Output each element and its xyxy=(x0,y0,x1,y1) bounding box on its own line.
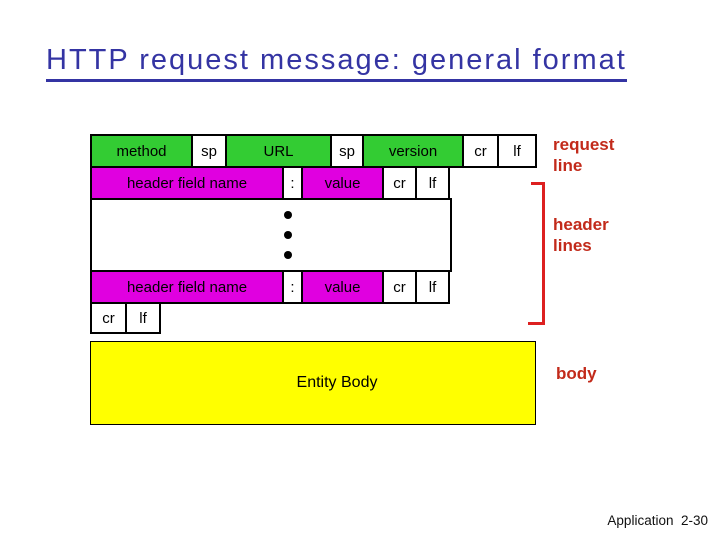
colon-cell-2: : xyxy=(282,272,301,302)
sp-cell-1: sp xyxy=(191,136,225,166)
ellipsis-dot-3 xyxy=(284,251,292,259)
cr-cell-4: cr xyxy=(92,304,125,332)
cr-cell-3: cr xyxy=(382,272,415,302)
header-lines-bracket xyxy=(542,182,545,325)
cr-cell-1: cr xyxy=(462,136,497,166)
lf-cell-4: lf xyxy=(125,304,159,332)
header-lines-bracket-bottom-arm xyxy=(528,322,545,325)
header-lines-label: header lines xyxy=(553,215,609,255)
lf-cell-1: lf xyxy=(497,136,535,166)
request-line-row: method sp URL sp version cr lf xyxy=(90,134,537,168)
slide-title: HTTP request message: general format xyxy=(46,44,627,82)
request-line-label: request line xyxy=(553,135,615,175)
header-line-row-1: header field name : value cr lf xyxy=(90,166,450,200)
blank-line-row: cr lf xyxy=(90,302,161,334)
ellipsis-dot-2 xyxy=(284,231,292,239)
body-label: body xyxy=(556,364,597,383)
more-header-lines-box xyxy=(90,198,452,272)
header-lines-bracket-top-arm xyxy=(531,182,545,185)
method-cell: method xyxy=(92,136,191,166)
version-cell: version xyxy=(362,136,462,166)
ellipsis-dot-1 xyxy=(284,211,292,219)
lf-cell-3: lf xyxy=(415,272,448,302)
url-cell: URL xyxy=(225,136,330,166)
entity-body-box: Entity Body xyxy=(90,341,536,425)
slide-number: Application 2-30 xyxy=(607,513,708,528)
sp-cell-2: sp xyxy=(330,136,362,166)
header-line-row-2: header field name : value cr lf xyxy=(90,270,450,304)
colon-cell-1: : xyxy=(282,168,301,198)
value-cell-2: value xyxy=(301,272,382,302)
cr-cell-2: cr xyxy=(382,168,415,198)
header-field-name-cell-2: header field name xyxy=(92,272,282,302)
value-cell-1: value xyxy=(301,168,382,198)
header-field-name-cell-1: header field name xyxy=(92,168,282,198)
entity-body-label: Entity Body xyxy=(296,374,378,391)
lf-cell-2: lf xyxy=(415,168,448,198)
